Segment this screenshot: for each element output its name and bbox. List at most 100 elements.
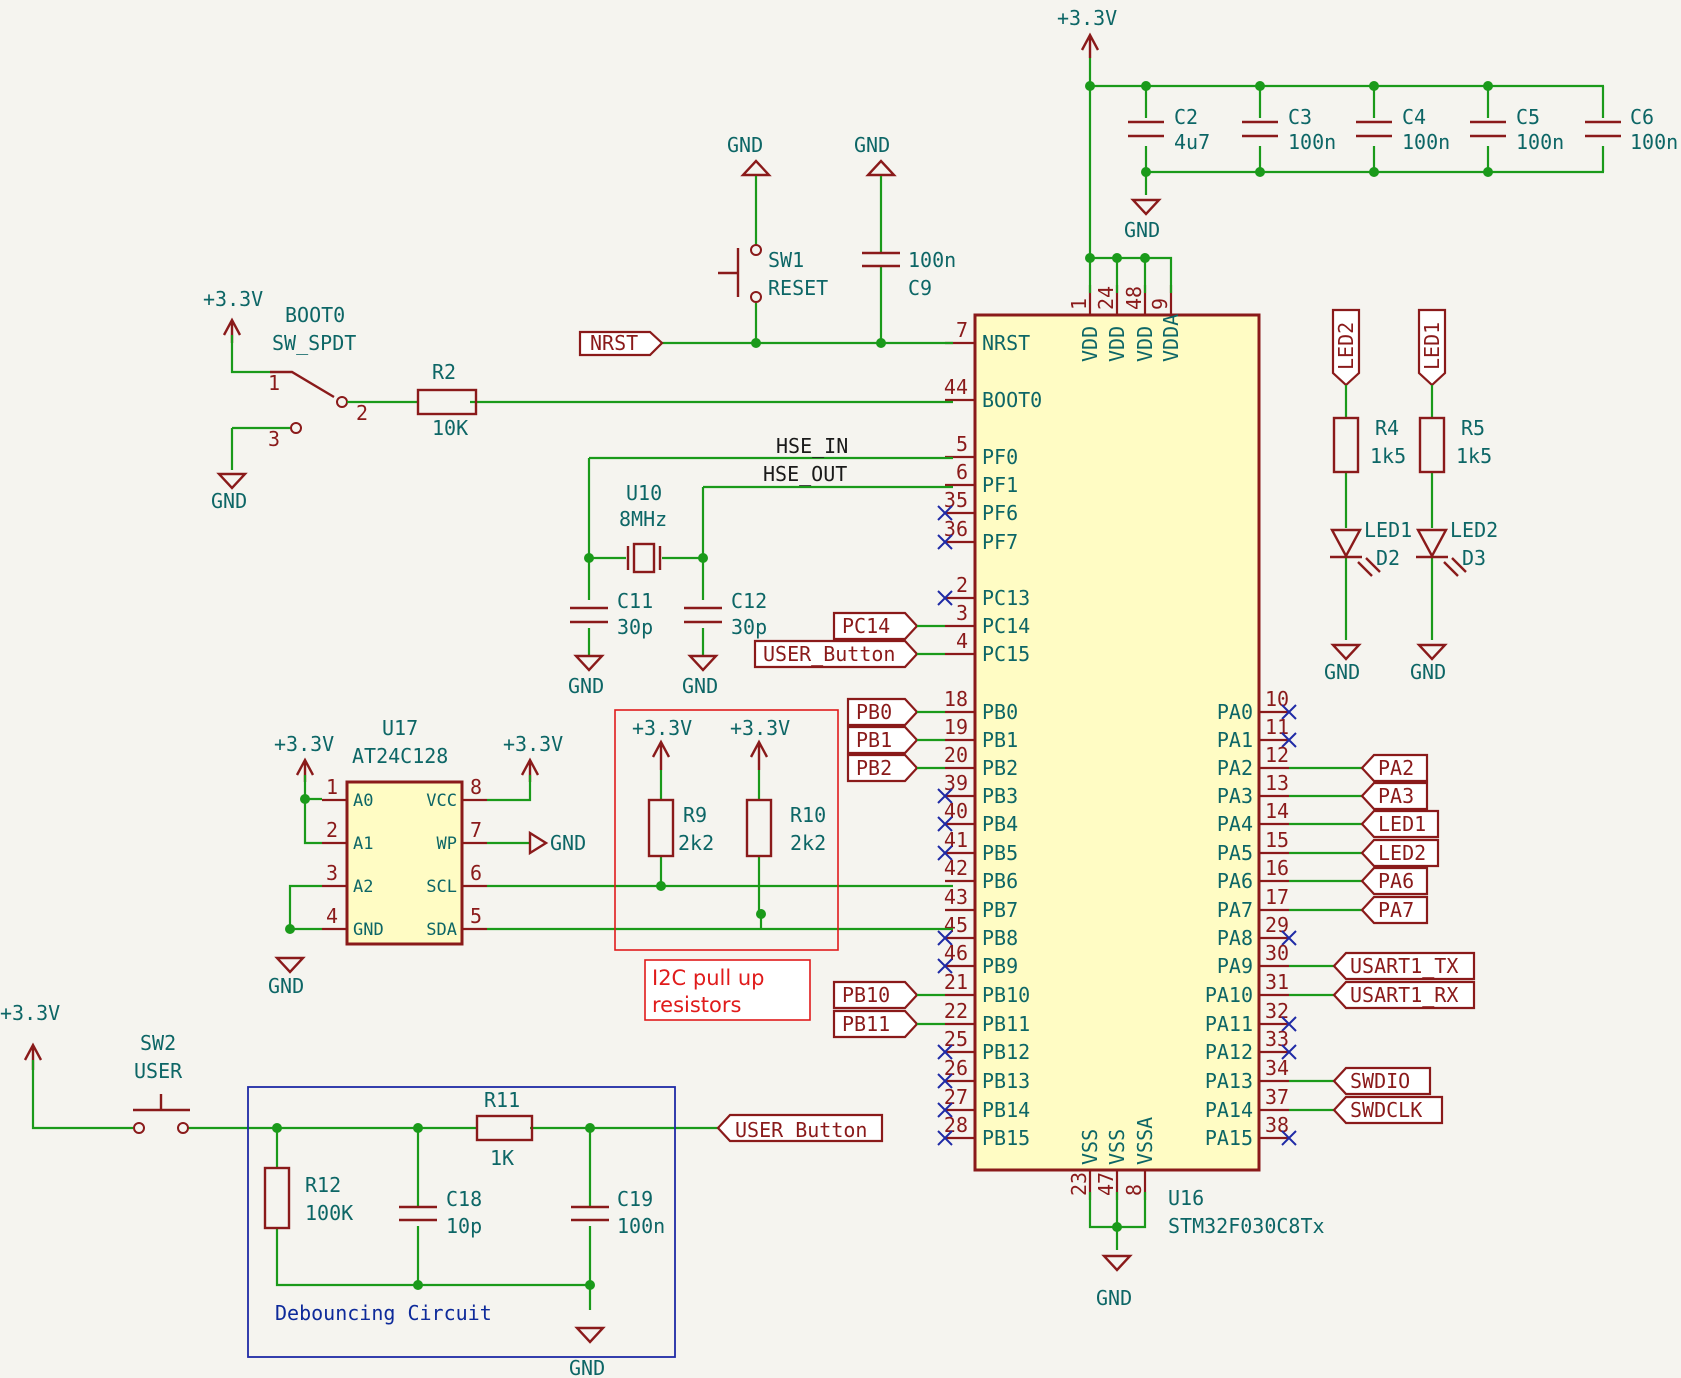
no-connect-marker [1281,1016,1297,1032]
mcu-pin-name: PB7 [982,898,1018,922]
d2-ref: D2 [1376,546,1400,570]
r9-supply-label: +3.3V [632,716,692,740]
no-connect-marker [937,1130,953,1146]
global-label-pc15: USER_Button [763,642,895,666]
mcu-pin-number: 8 [1122,1184,1146,1196]
mcu-pin-number: 35 [944,488,968,512]
mcu-pin-name: PA7 [1217,898,1253,922]
mcu-right-pins: 10PA011PA112PA213PA314PA415PA516PA617PA7… [1205,687,1297,1150]
mcu-pin-number: 44 [944,375,968,399]
no-connect-marker [937,1044,953,1060]
global-label-box [1360,753,1429,783]
no-connect-marker [937,1073,953,1089]
mcu-pin-name: PB8 [982,926,1018,950]
no-connect-marker [937,958,953,974]
global-label-pb11: PB11 [842,1012,890,1036]
c11-value: 30p [617,615,653,639]
r9-ref: R9 [683,803,707,827]
global-label-box [832,1009,919,1039]
decoupling-gnd-label: GND [1124,218,1160,242]
r9-value: 2k2 [678,831,714,855]
mcu-pin-name: PB13 [982,1069,1030,1093]
mcu-pin-name: PB6 [982,869,1018,893]
mcu-pin-name: PB2 [982,756,1018,780]
mcu-pin-name: PA11 [1205,1012,1253,1036]
mcu-pin-number: 15 [1265,828,1289,852]
eeprom-pin-number: 3 [326,861,338,885]
mcu-pin-number: 39 [944,771,968,795]
mcu-pin-name: PF1 [982,473,1018,497]
c2-value: 4u7 [1174,130,1210,154]
u17-value: AT24C128 [352,744,448,768]
vss-ground: GND [1088,1192,1147,1310]
led1-net-label: LED1 [1420,322,1444,370]
c6-ref: C6 [1630,105,1654,129]
c9-ref: C9 [908,276,932,300]
mcu-pin-name: PA10 [1205,983,1253,1007]
global-label-pa4: LED1 [1378,812,1426,836]
c4-value: 100n [1402,130,1450,154]
mcu-pin-name: PC15 [982,642,1030,666]
r4-ref: R4 [1375,416,1399,440]
r5-value: 1k5 [1456,444,1492,468]
mcu-pin-name: PB15 [982,1126,1030,1150]
mcu-pin-number: 34 [1265,1056,1289,1080]
eeprom-pin-number: 1 [326,775,338,799]
eeprom-gnd-label: GND [268,974,304,998]
mcu-pin-name: PB5 [982,841,1018,865]
c18-ref: C18 [446,1187,482,1211]
global-label-pa10: USART1_RX [1350,983,1458,1007]
i2c-pullups: +3.3V +3.3V R9 2k2 R10 2k2 I2C pull up r… [614,709,839,1021]
c12-value: 30p [731,615,767,639]
global-label-pb1: PB1 [856,728,892,752]
global-label-pa7: PA7 [1378,898,1414,922]
r2-value: 10K [432,416,468,440]
eeprom-vcc-a0-label: +3.3V [274,732,334,756]
nrst-label-box [578,330,664,357]
led-circuits: LED2 LED1 R4 1k5 R5 1k5 LED1 D2 LED2 D3 … [1324,308,1498,684]
no-connect-marker [937,534,953,550]
no-connect-marker [937,505,953,521]
mcu-pin-number: 30 [1265,941,1289,965]
mcu-pin-name: VDD [1105,326,1129,362]
mcu-pin-number: 17 [1265,885,1289,909]
d2-gnd-label: GND [1324,660,1360,684]
mcu-pin-number: 24 [1094,286,1118,310]
mcu-pin-number: 2 [956,573,968,597]
c11-ref: C11 [617,589,653,613]
u17-ref: U17 [382,716,418,740]
global-label-box [1360,838,1440,868]
r10-supply-label: +3.3V [730,716,790,740]
r2-ref: R2 [432,360,456,384]
reset-gnd-label-1: GND [727,133,763,157]
mcu-pin-name: PB11 [982,1012,1030,1036]
no-connect-marker [1281,704,1297,720]
sw1-ref: SW1 [768,248,804,272]
mcu-pin-number: 43 [944,885,968,909]
global-label-pa2: PA2 [1378,756,1414,780]
mcu-pin-name: VDD [1078,326,1102,362]
mcu-body [973,313,1261,1172]
mcu-pin-number: 20 [944,743,968,767]
global-label-box [846,725,919,755]
eeprom-pin-name: SCL [426,877,457,897]
sw2-ref: SW2 [140,1031,176,1055]
r10-value: 2k2 [790,831,826,855]
mcu-pin-name: PA15 [1205,1126,1253,1150]
mcu-pin-name: PB14 [982,1098,1030,1122]
r11-ref: R11 [484,1088,520,1112]
hse-in-label: HSE_IN [776,434,848,458]
boot-gnd-label: GND [211,489,247,513]
global-label-pb2: PB2 [856,756,892,780]
pullup-note-line2: resistors [652,993,741,1017]
mcu-pin-number: 31 [1265,970,1289,994]
no-connect-marker [937,930,953,946]
mcu-pin-number: 16 [1265,856,1289,880]
global-label-pb10: PB10 [842,983,890,1007]
r10-ref: R10 [790,803,826,827]
r12-value: 100K [305,1201,353,1225]
